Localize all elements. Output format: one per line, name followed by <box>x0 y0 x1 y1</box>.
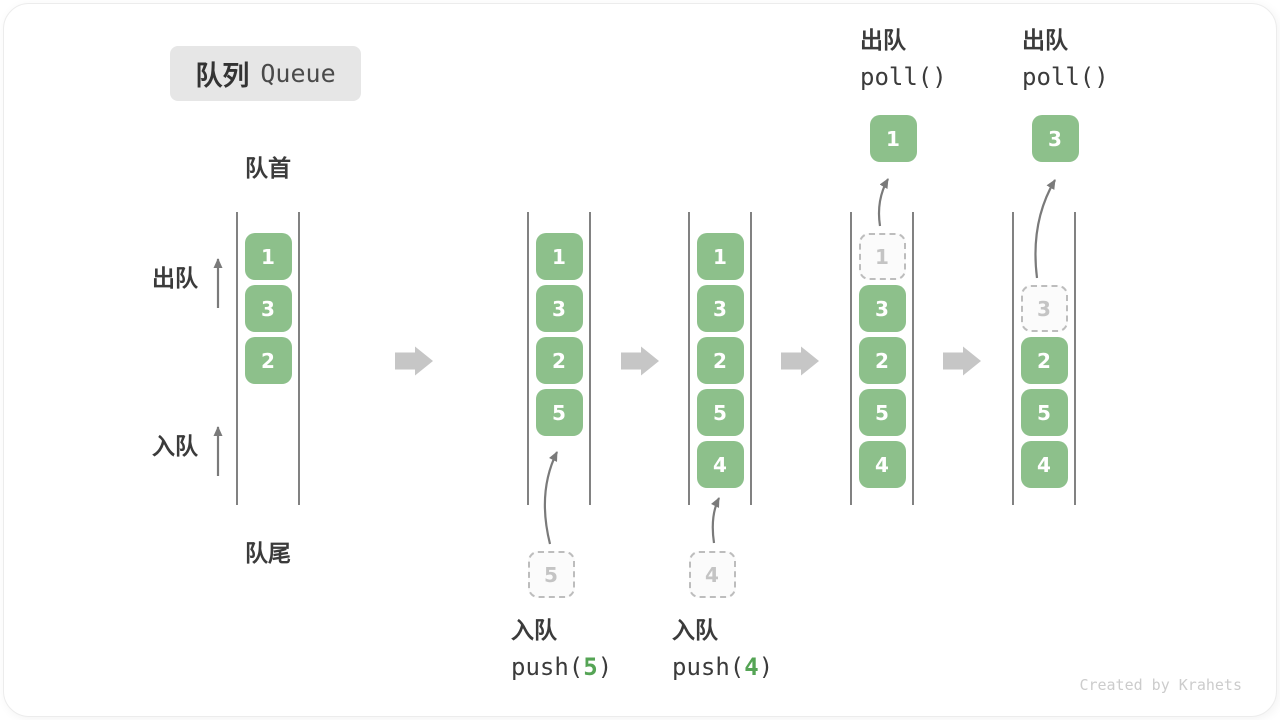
enqueue-pending-cell: 5 <box>527 551 575 598</box>
queue-cell: 3 <box>696 285 744 332</box>
label-enqueue: 入队 <box>152 434 198 460</box>
title-zh: 队列 <box>195 61 250 92</box>
dequeued-slot-cell: 1 <box>858 233 906 280</box>
title-en: Queue <box>260 59 336 88</box>
op-dequeue-label: 出队 poll() <box>860 28 947 91</box>
op-dequeue-label-code: poll() <box>860 63 947 91</box>
queue-cell: 2 <box>535 337 583 384</box>
op-dequeue-label: 出队 poll() <box>1022 28 1109 91</box>
label-queue-rear: 队尾 <box>245 541 291 567</box>
queue-cell: 1 <box>535 233 583 280</box>
op-enqueue-label: 入队 push(5) <box>511 618 613 681</box>
queue-cell: 1 <box>696 233 744 280</box>
queue-walls <box>236 212 1076 505</box>
op-enqueue-label: 入队 push(4) <box>672 618 774 681</box>
queue-cell: 5 <box>696 389 744 436</box>
enqueue-pending-cell: 4 <box>688 551 736 598</box>
op-dequeue-label-zh: 出队 <box>1022 28 1068 54</box>
queue-cell: 4 <box>1020 441 1068 488</box>
push-4-arrow-icon <box>710 497 720 544</box>
queue-cell: 3 <box>858 285 906 332</box>
queue-cell: 1 <box>244 233 292 280</box>
watermark: Created by Krahets <box>1079 676 1242 694</box>
op-enqueue-label-zh: 入队 <box>672 618 718 644</box>
queue-cell: 2 <box>1020 337 1068 384</box>
queue-cell: 5 <box>535 389 583 436</box>
title-box: 队列 Queue <box>170 46 361 101</box>
label-dequeue: 出队 <box>152 266 198 292</box>
push-5-arrow-icon <box>543 451 558 545</box>
queue-cell: 3 <box>244 285 292 332</box>
queue-cell: 3 <box>535 285 583 332</box>
op-enqueue-label-zh: 入队 <box>511 618 557 644</box>
queue-cell: 4 <box>858 441 906 488</box>
queue-cell: 5 <box>858 389 906 436</box>
queue-cell: 2 <box>244 337 292 384</box>
dequeued-slot-cell: 3 <box>1020 285 1068 332</box>
op-dequeue-label-zh: 出队 <box>860 28 906 54</box>
poll-3-arrow-icon <box>1034 179 1056 279</box>
queue-cell: 2 <box>858 337 906 384</box>
dequeued-value-cell: 1 <box>869 115 917 162</box>
queue-cell: 5 <box>1020 389 1068 436</box>
label-queue-front: 队首 <box>245 156 291 182</box>
op-dequeue-label-code: poll() <box>1022 63 1109 91</box>
queue-cell: 4 <box>696 441 744 488</box>
stage-arrow-icon <box>395 346 981 376</box>
queue-cell: 2 <box>696 337 744 384</box>
dequeued-value-cell: 3 <box>1031 115 1079 162</box>
op-enqueue-label-code: push(5) <box>511 653 613 681</box>
op-enqueue-label-code: push(4) <box>672 653 774 681</box>
poll-1-arrow-icon <box>877 178 889 227</box>
